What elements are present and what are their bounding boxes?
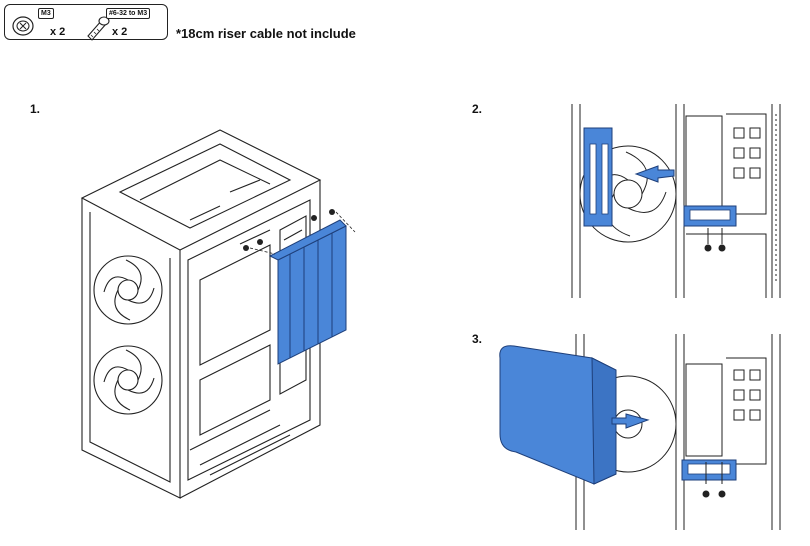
step-1-label: 1.	[30, 102, 41, 116]
step-2-label: 2.	[472, 102, 483, 116]
part-tag-m3: M3	[38, 8, 54, 19]
parts-list-box	[4, 4, 168, 40]
step-3-label: 3.	[472, 332, 483, 346]
step-3-illustration	[499, 334, 781, 530]
riser-cable-note: *18cm riser cable not include	[176, 26, 356, 41]
step-1-case-illustration	[80, 129, 356, 499]
step-2-illustration	[571, 104, 781, 298]
part-tag-standoff: #6-32 to M3	[106, 8, 151, 19]
screw-icon	[12, 16, 34, 36]
part-qty-m3: x 2	[50, 26, 66, 38]
standoff-screw-icon	[87, 16, 110, 41]
part-qty-standoff: x 2	[112, 26, 128, 38]
